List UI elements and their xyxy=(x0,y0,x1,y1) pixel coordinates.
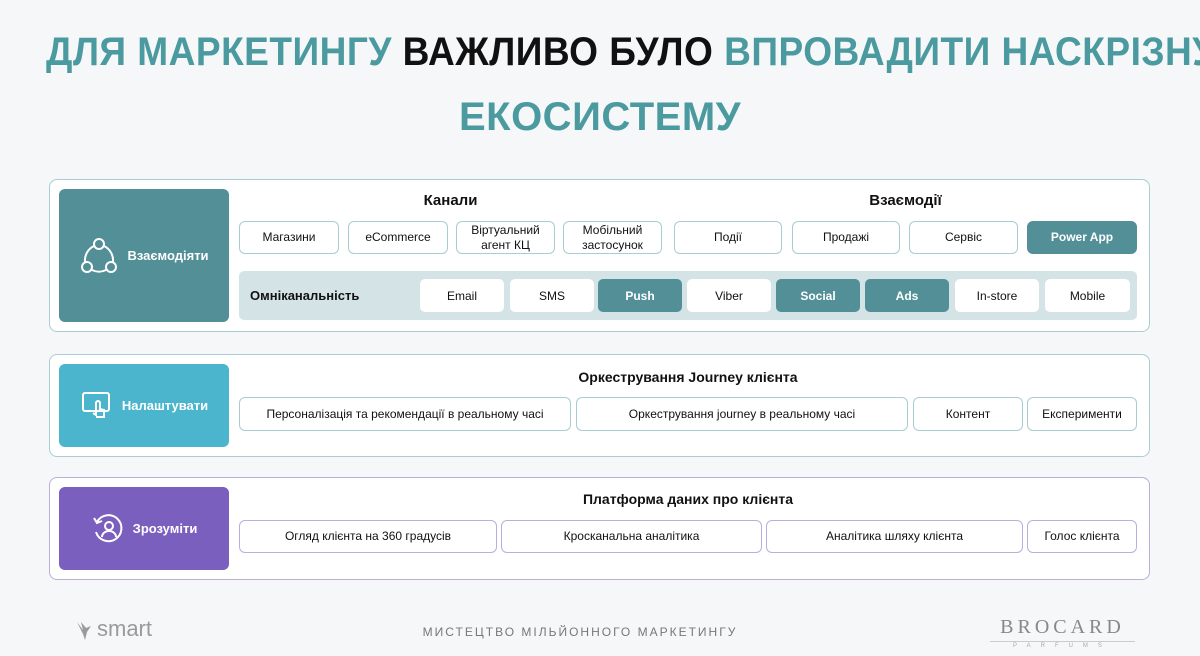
omni-social[interactable]: Social xyxy=(776,279,860,312)
channel-ecommerce[interactable]: eCommerce xyxy=(348,221,448,254)
network-icon xyxy=(81,237,118,273)
personalization-item[interactable]: Персоналізація та рекомендації в реально… xyxy=(239,397,571,431)
engage-label: Взаємодіяти xyxy=(127,248,209,263)
omni-mobile[interactable]: Mobile xyxy=(1045,279,1130,312)
title-part: ВПРОВАДИТИ НАСКРІЗНУ xyxy=(724,30,1200,74)
configure-label: Налаштувати xyxy=(121,398,209,413)
omni-email[interactable]: Email xyxy=(420,279,504,312)
bird-icon xyxy=(77,622,91,640)
brocard-logo-text: BROCARD xyxy=(1000,616,1125,638)
channel-stores[interactable]: Магазини xyxy=(239,221,339,254)
voice-of-customer-item[interactable]: Голос клієнта xyxy=(1027,520,1137,553)
title-part: ДЛЯ МАРКЕТИНГУ xyxy=(46,30,392,74)
brocard-sub: PARFUMS xyxy=(990,641,1135,650)
omnichannel-label: Омніканальність xyxy=(250,288,360,303)
interaction-service[interactable]: Сервіс xyxy=(909,221,1018,254)
title-part: ВАЖЛИВО БУЛО xyxy=(402,30,714,74)
channels-heading: Канали xyxy=(423,192,478,209)
interaction-events[interactable]: Події xyxy=(674,221,782,254)
interaction-power-app[interactable]: Power App xyxy=(1027,221,1137,254)
omni-ads[interactable]: Ads xyxy=(865,279,949,312)
omni-in-store[interactable]: In-store xyxy=(955,279,1039,312)
brocard-logo: BROCARD PARFUMS xyxy=(990,616,1135,650)
understand-label: Зрозуміти xyxy=(132,521,198,536)
cdp-heading: Платформа даних про клієнта xyxy=(582,491,794,507)
content-item[interactable]: Контент xyxy=(913,397,1023,431)
channel-virtual-agent[interactable]: Віртуальний агент КЦ xyxy=(456,221,555,254)
page-title: ДЛЯ МАРКЕТИНГУ ВАЖЛИВО БУЛО ВПРОВАДИТИ Н… xyxy=(0,28,1200,76)
interactions-heading: Взаємодії xyxy=(869,192,942,209)
touch-screen-icon xyxy=(81,391,110,418)
smart-logo-text: smart xyxy=(97,616,152,641)
understand-tile: Зрозуміти xyxy=(59,487,229,570)
footer-slogan: МИСТЕЦТВО МІЛЬЙОННОГО МАРКЕТИНГУ xyxy=(422,625,738,639)
omni-push[interactable]: Push xyxy=(598,279,682,312)
crosschannel-analytics-item[interactable]: Кросканальна аналітика xyxy=(501,520,762,553)
configure-tile: Налаштувати xyxy=(59,364,229,447)
journey-analytics-item[interactable]: Аналітика шляху клієнта xyxy=(766,520,1023,553)
engage-tile: Взаємодіяти xyxy=(59,189,229,322)
journey-orchestration-item[interactable]: Оркестрування journey в реальному часі xyxy=(576,397,908,431)
smart-logo: smart xyxy=(75,616,152,642)
customer-refresh-icon xyxy=(92,513,123,542)
omni-viber[interactable]: Viber xyxy=(687,279,771,312)
interaction-sales[interactable]: Продажі xyxy=(792,221,900,254)
omni-sms[interactable]: SMS xyxy=(510,279,594,312)
page-title-line2: ЕКОСИСТЕМУ xyxy=(458,95,742,139)
channel-mobile-app[interactable]: Мобільний застосунок xyxy=(563,221,662,254)
journey-heading: Оркестрування Journey клієнта xyxy=(578,369,798,385)
customer-360-item[interactable]: Огляд клієнта на 360 градусів xyxy=(239,520,497,553)
title-line: ДЛЯ МАРКЕТИНГУ ВАЖЛИВО БУЛО ВПРОВАДИТИ Н… xyxy=(46,28,1200,76)
experiments-item[interactable]: Експерименти xyxy=(1027,397,1137,431)
